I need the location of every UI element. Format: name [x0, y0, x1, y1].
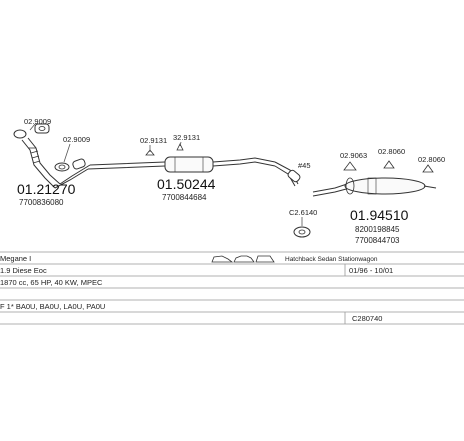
stationwagon-icon: [255, 255, 275, 263]
front-gasket-icon: [34, 123, 50, 134]
front-part-number: 01.21270: [17, 181, 76, 197]
hatchback-icon: [211, 255, 234, 263]
row-1-body-types: Hatchback Sedan Stationwagon: [285, 256, 378, 263]
rear-part-number: 01.94510: [350, 207, 409, 223]
rear-ref-b: 02.8060: [378, 147, 405, 156]
rear-ref-c: 02.8060: [418, 155, 445, 164]
row-1-model: Megane I: [0, 254, 31, 263]
middle-hanger-a-icon: [145, 149, 155, 156]
rear-ref-a: 02.9063: [340, 151, 367, 160]
front-ref-b: 02.9009: [63, 135, 90, 144]
rear-hanger-b-icon: [383, 160, 395, 169]
rear-silencer-icon: [344, 177, 426, 195]
connector-marker: #45: [298, 161, 311, 170]
front-clamp-icon: [54, 162, 70, 172]
middle-ref-a: 02.9131: [140, 136, 167, 145]
rear-hanger-c-icon: [422, 164, 434, 173]
sedan-icon: [233, 255, 255, 263]
rear-oem-number-1: 8200198845: [355, 225, 400, 234]
row-3-spec: 1870 cc, 65 HP, 40 KW, MPEC: [0, 278, 103, 287]
front-pipe-icon: [21, 137, 61, 189]
row-2-years: 01/96 - 10/01: [349, 266, 393, 275]
row-2-engine: 1.9 Diese Eoc: [0, 266, 47, 275]
front-flange-icon: [13, 129, 27, 139]
middle-silencer-icon: [164, 156, 214, 173]
middle-oem-number: 7700844684: [162, 193, 207, 202]
front-oem-number: 7700836080: [19, 198, 64, 207]
rear-clamp-icon: [293, 226, 311, 238]
rear-oem-number-2: 7700844703: [355, 236, 400, 245]
body-type-icons: [211, 255, 275, 263]
vehicle-info-table: Megane I Hatchback Sedan Stationwagon 1.…: [0, 251, 464, 325]
front-pipe-assembly: 02.9009 02.9009 01.21270 7700836080: [13, 117, 91, 207]
row-5-catalog-code: C280740: [352, 314, 382, 323]
row-4-codes: F 1* BA0U, BA0U, LA0U, PA0U: [0, 302, 105, 311]
middle-silencer-assembly: 02.9131 32.9131 01.50244 7700844684: [87, 133, 276, 202]
rear-silencer-assembly: 02.9063 02.8060 02.8060 C2.6140 01.94510…: [289, 147, 445, 245]
middle-ref-b: 32.9131: [173, 133, 200, 142]
connecting-pipe: #45: [274, 161, 311, 187]
middle-part-number: 01.50244: [157, 176, 216, 192]
front-ref-a: 02.9009: [24, 117, 51, 126]
rear-ref-d: C2.6140: [289, 208, 317, 217]
rear-hanger-a-icon: [343, 161, 357, 171]
middle-hanger-b-icon: [176, 143, 184, 151]
